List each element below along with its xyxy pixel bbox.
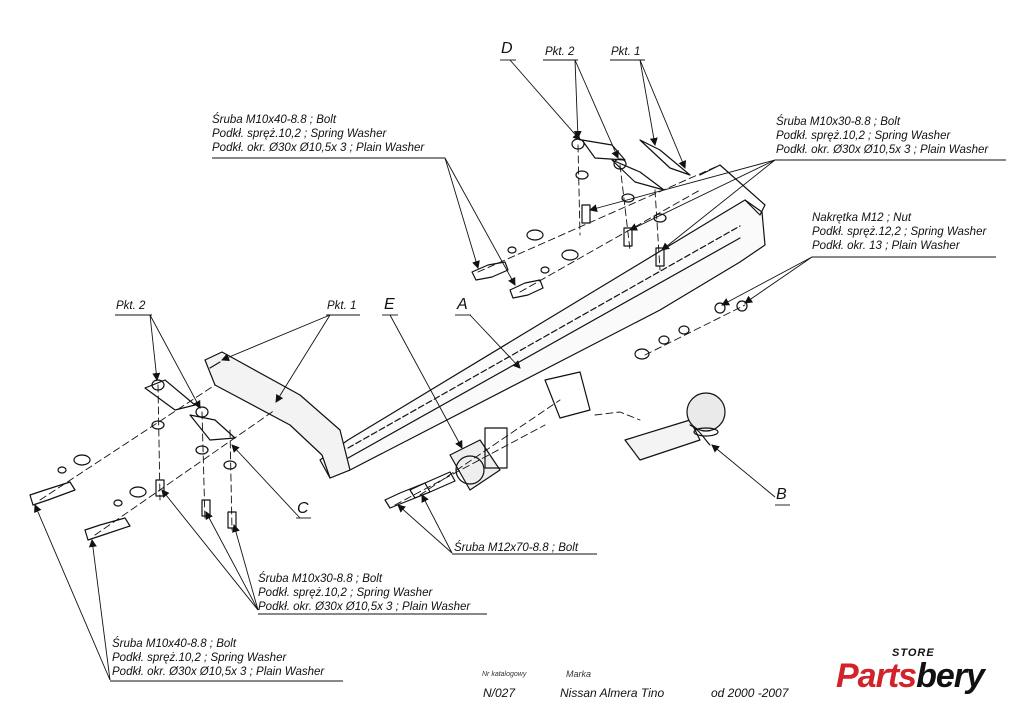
top-bracket [571, 138, 691, 267]
mounting-plate-e [449, 371, 591, 491]
catalog-number: N/027 [483, 686, 516, 700]
callout-line: Podkł. spręż.12,2 ; Spring Washer [812, 226, 987, 238]
label-top-pkt2: Pkt. 2 [545, 46, 575, 58]
logo-name: Partsbery [836, 657, 985, 696]
part-letter-e: E [384, 296, 395, 313]
callout-line: Nakrętka M12 ; Nut [812, 212, 912, 224]
label-top-pkt1: Pkt. 1 [611, 46, 641, 58]
logo-store-text: STORE [892, 647, 935, 659]
tow-ball-b [624, 392, 726, 461]
callout-line: Podkł. okr. 13 ; Plain Washer [812, 240, 960, 252]
part-letter-a: A [457, 296, 468, 313]
callout-underlines [110, 59, 1006, 682]
leader-lines [34, 59, 813, 681]
assembly-lines [39, 144, 746, 536]
callout-line: Śruba M10x30-8.8 ; Bolt [776, 116, 901, 128]
bolts-top [471, 229, 579, 299]
part-letter-d: D [501, 40, 513, 57]
callout-line: Podkł. spręż.10,2 ; Spring Washer [112, 652, 287, 664]
part-letter-b: B [776, 486, 787, 503]
callout-line: Śruba M10x30-8.8 ; Bolt [258, 573, 383, 585]
logo-name-part2: bery [916, 657, 985, 695]
catalog-label: Nr katalogowy [482, 671, 527, 678]
callout-line: Podkł. okr. Ø30x Ø10,5x 3 ; Plain Washer [776, 144, 989, 156]
callout-mid-bolt: Śruba M10x30-8.8 ; Bolt Podkł. spręż.10,… [258, 572, 470, 614]
callout-line: Podkł. spręż.10,2 ; Spring Washer [258, 587, 433, 599]
callout-line: Podkł. okr. Ø30x Ø10,5x 3 ; Plain Washer [112, 666, 325, 678]
callout-line: Podkł. spręż.10,2 ; Spring Washer [776, 130, 951, 142]
vehicle-model: Nissan Almera Tino [560, 686, 665, 700]
bolts-m12 [384, 300, 748, 509]
callout-bottom-left-bolt: Śruba M10x40-8.8 ; Bolt Podkł. spręż.10,… [112, 637, 324, 679]
brand-label: Marka [566, 669, 592, 679]
crossbar-a [204, 164, 766, 479]
part-letter-c: C [297, 500, 309, 517]
callout-line: Podkł. okr. Ø30x Ø10,5x 3 ; Plain Washer [212, 142, 425, 154]
callout-line: Śruba M10x40-8.8 ; Bolt [212, 114, 337, 126]
callout-line: Śruba M10x40-8.8 ; Bolt [112, 638, 237, 650]
callout-top-left-bolt: Śruba M10x40-8.8 ; Bolt Podkł. spręż.10,… [212, 113, 424, 155]
callout-line: Podkł. spręż.10,2 ; Spring Washer [212, 128, 387, 140]
callout-nut: Nakrętka M12 ; Nut Podkł. spręż.12,2 ; S… [812, 211, 986, 253]
label-left-pkt2: Pkt. 2 [116, 300, 146, 312]
partsbery-logo: STORE Partsbery [836, 647, 1006, 700]
label-left-pkt1: Pkt. 1 [327, 300, 357, 312]
logo-name-part1: Parts [836, 657, 917, 695]
callout-line: Podkł. okr. Ø30x Ø10,5x 3 ; Plain Washer [258, 601, 471, 613]
bolts-left [29, 454, 147, 541]
callout-m12-bolt: Śruba M12x70-8.8 ; Bolt [454, 542, 579, 554]
production-years: od 2000 -2007 [711, 686, 789, 700]
callout-top-right-bolt: Śruba M10x30-8.8 ; Bolt Podkł. spręż.10,… [776, 115, 988, 157]
